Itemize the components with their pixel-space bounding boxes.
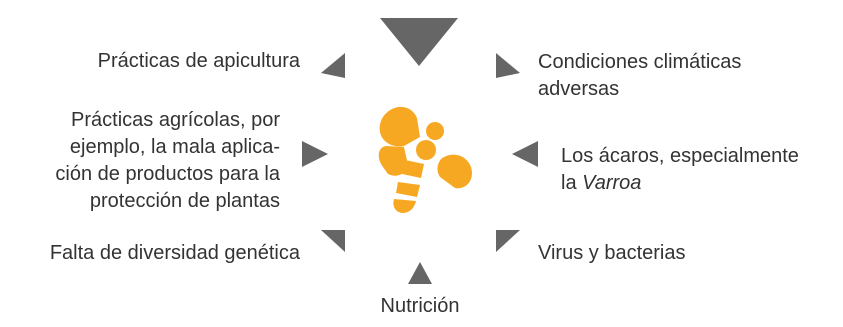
label-mites-varroa: Varroa (582, 172, 642, 194)
label-genetic-text: Falta de diversidad genética (49, 242, 300, 264)
label-beekeeping-text: Prácticas de apicultura (97, 50, 300, 72)
label-nutrition: Nutrición (350, 293, 490, 320)
label-climate-line-1: Condiciones climáticas (538, 51, 742, 73)
arrow-middle-right (512, 141, 538, 167)
label-beekeeping-practices: Prácticas de apicultura (98, 48, 300, 75)
label-genetic-diversity: Falta de diversidad genética (50, 240, 300, 267)
arrow-upper-left (321, 53, 345, 78)
label-climatic-conditions: Condiciones climáticas adversas (538, 49, 741, 103)
label-mites-line-2: la Varroa (561, 170, 799, 197)
arrow-top (380, 18, 458, 66)
label-agricultural-line-3: ción de productos para la (55, 163, 280, 185)
arrow-upper-right (496, 53, 520, 78)
label-viruses-bacteria: Virus y bacterias (538, 240, 685, 267)
bee-icon (378, 106, 472, 213)
label-agricultural-line-4: protección de plantas (89, 190, 280, 212)
label-nutrition-text: Nutrición (380, 295, 460, 317)
label-mites-prefix: la (561, 172, 583, 194)
label-agricultural-practices: Prácticas agrícolas, por ejemplo, la mal… (55, 107, 280, 215)
label-agricultural-line-1: Prácticas agrícolas, por (71, 109, 280, 131)
label-viruses-text: Virus y bacterias (538, 242, 686, 264)
label-climate-line-2: adversas (538, 78, 620, 100)
arrow-lower-right (496, 230, 520, 252)
arrow-middle-left (302, 141, 328, 167)
label-mites: Los ácaros, especialmente la Varroa (561, 143, 799, 197)
arrow-bottom (408, 262, 432, 284)
label-mites-line-1: Los ácaros, especialmente (561, 145, 799, 167)
arrow-lower-left (321, 230, 345, 252)
label-agricultural-line-2: ejemplo, la mala aplica- (69, 136, 280, 158)
